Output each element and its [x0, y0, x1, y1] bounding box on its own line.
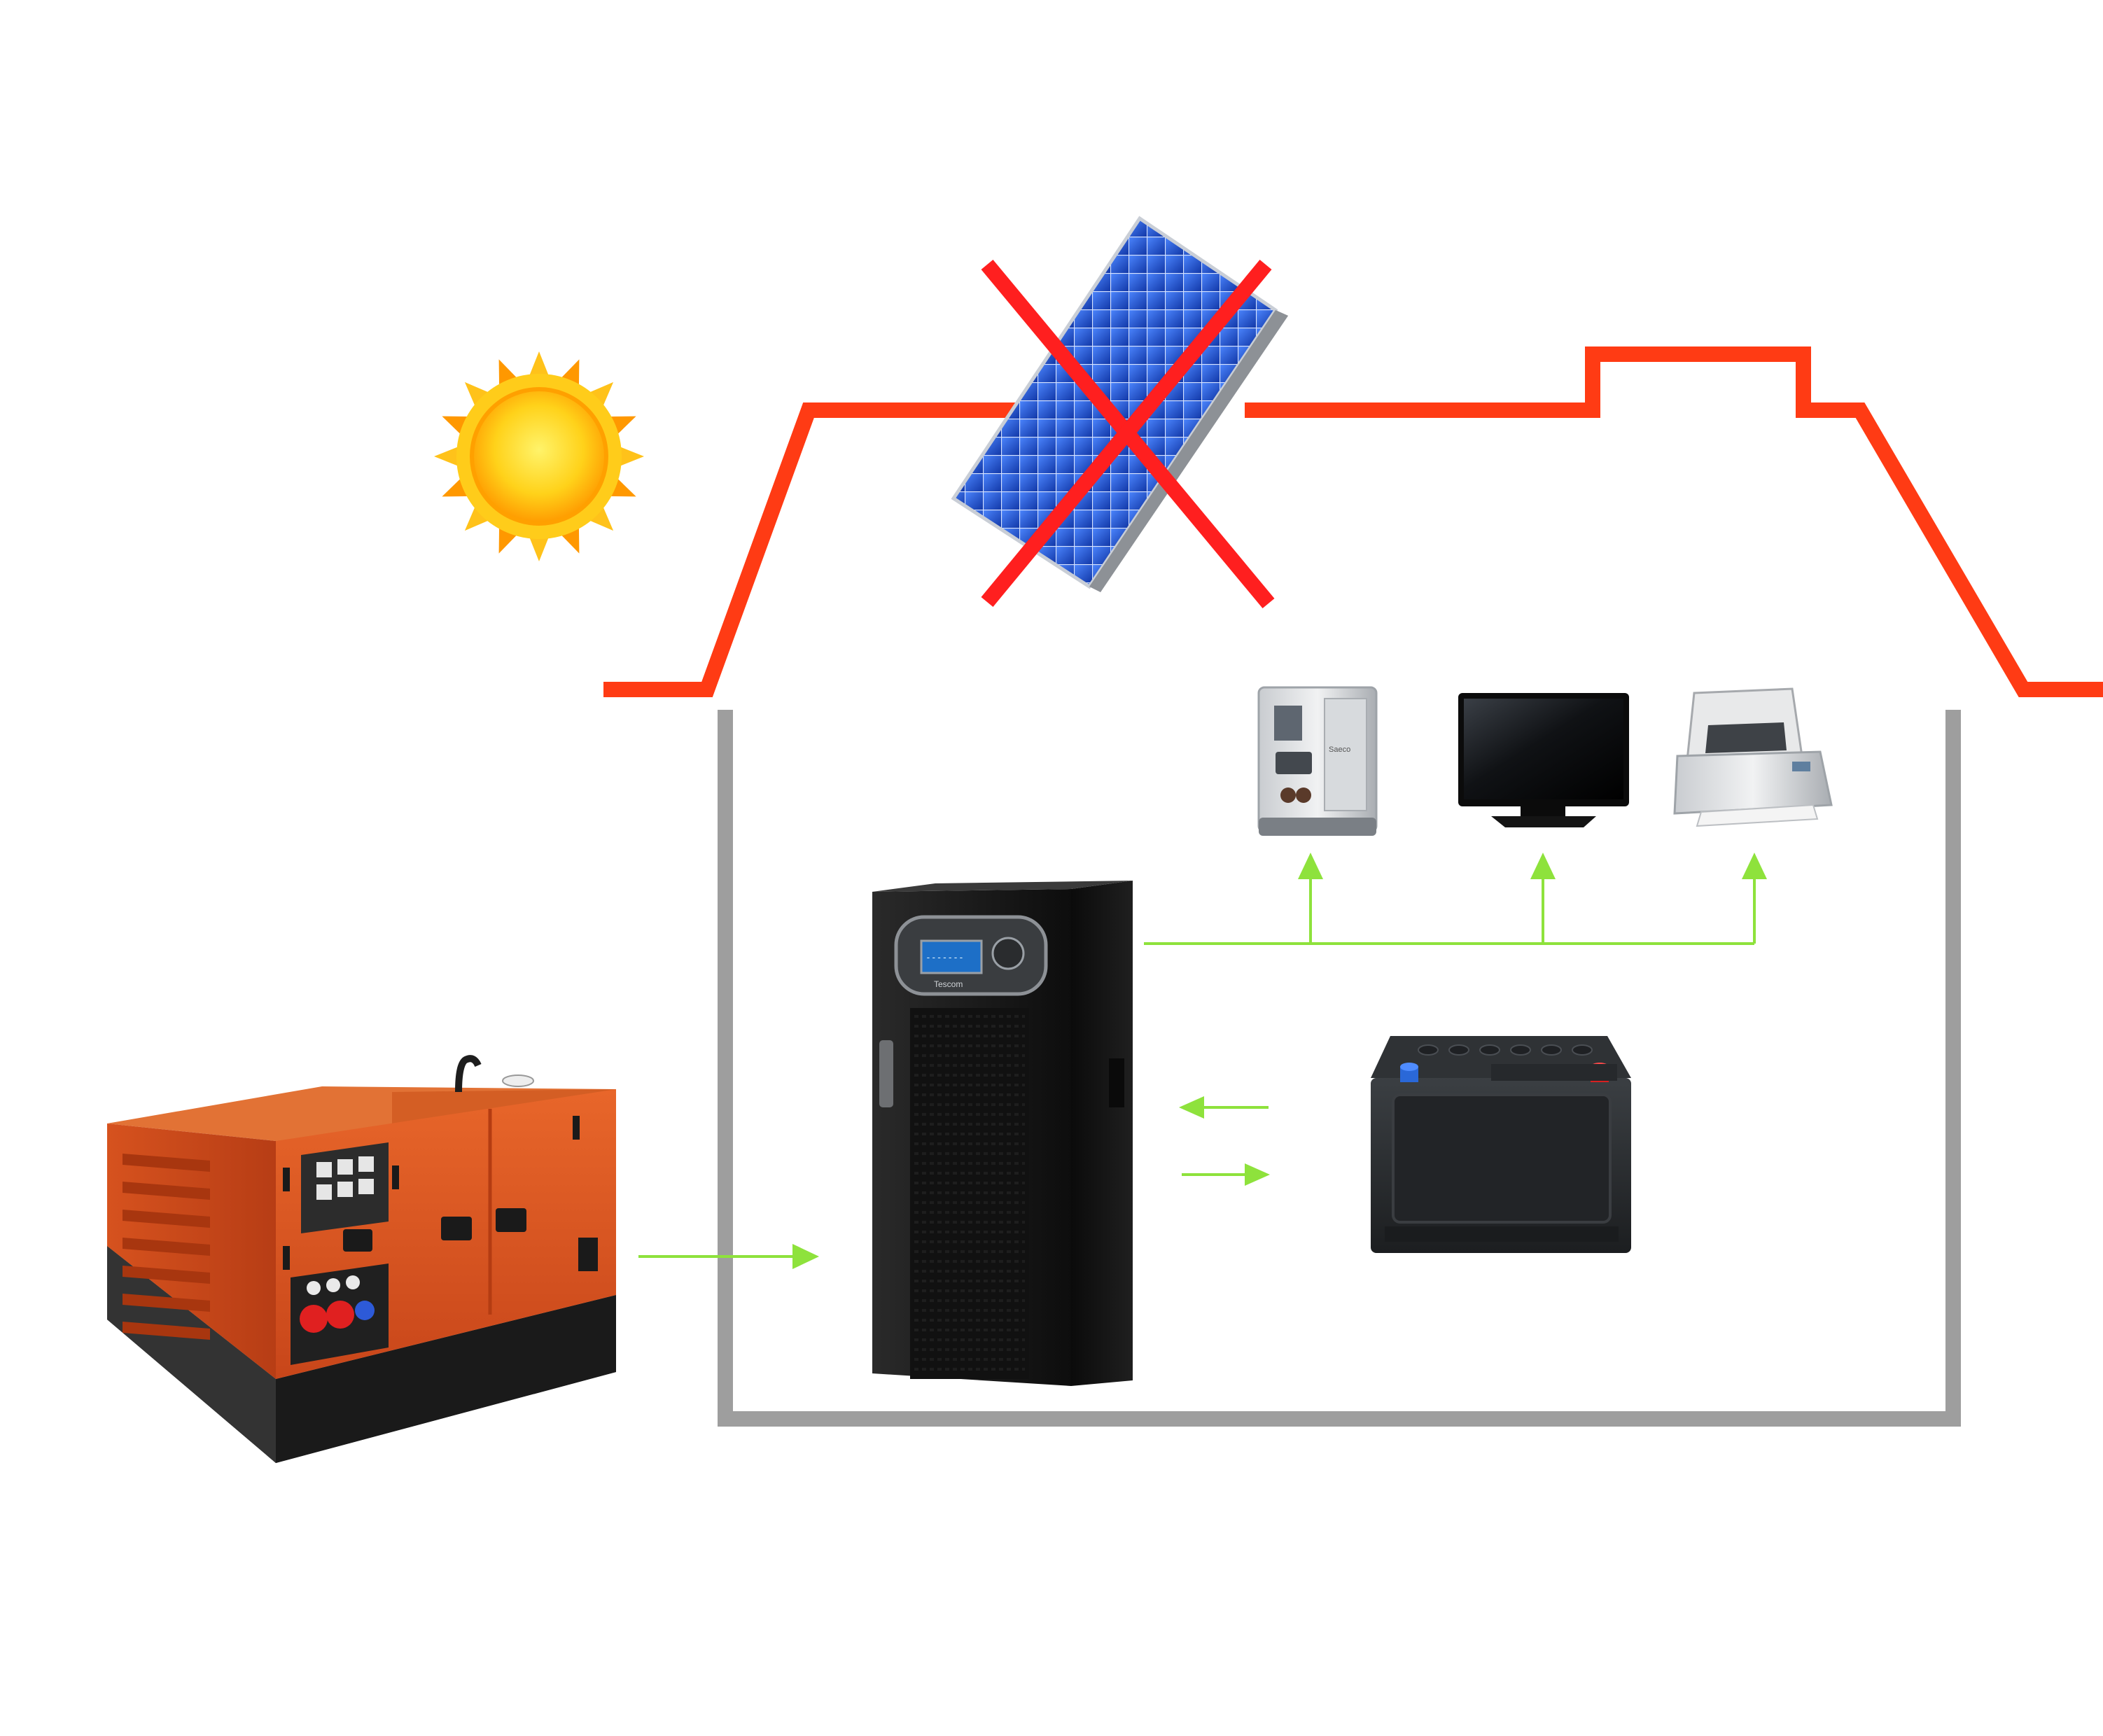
louver-slat: [123, 1154, 210, 1172]
disabled-cross-icon: [981, 259, 1275, 609]
power-flow-arrows: [638, 853, 1767, 1269]
louver-slat: [123, 1238, 210, 1256]
sun-ray: [434, 445, 462, 468]
louver-slat: [123, 1322, 210, 1340]
sun-ray: [586, 382, 614, 410]
louver-slat: [123, 1210, 210, 1228]
diesel-generator-icon: [107, 1055, 616, 1463]
sun-ray: [528, 533, 550, 561]
louver-slat: [123, 1182, 210, 1200]
sun-ray: [528, 351, 550, 379]
battery-cell-cap: [1510, 1044, 1531, 1056]
battery-cell-cap: [1479, 1044, 1500, 1056]
sun-icon: [434, 351, 644, 561]
sun-ray: [464, 503, 492, 531]
sun-ray: [586, 503, 614, 531]
generator-louvers: [123, 1154, 210, 1340]
house-roof: [603, 346, 2103, 697]
ups-brand-label: Tescom: [934, 979, 963, 989]
coffee-machine-icon: Saeco: [1257, 686, 1378, 836]
house-wall: [718, 710, 1961, 1427]
house-roof: [603, 402, 1016, 697]
printer-scanner-icon: [1673, 687, 1833, 827]
sun-ray: [464, 382, 492, 410]
car-battery-icon: [1371, 1036, 1631, 1253]
battery-cell-cap: [1448, 1044, 1469, 1056]
tv-monitor-icon: [1458, 693, 1629, 827]
battery-cell-cap: [1541, 1044, 1562, 1056]
coffee-brand-label: Saeco: [1329, 746, 1350, 754]
battery-cell-cap: [1418, 1044, 1439, 1056]
louver-slat: [123, 1294, 210, 1312]
louver-slat: [123, 1266, 210, 1284]
ups-tower-icon: ------- Tescom: [872, 881, 1133, 1386]
battery-cell-cap: [1572, 1044, 1593, 1056]
ups-screen-text: -------: [925, 953, 964, 963]
solar-panel-icon: [951, 216, 1288, 592]
sun-ray: [616, 445, 644, 468]
